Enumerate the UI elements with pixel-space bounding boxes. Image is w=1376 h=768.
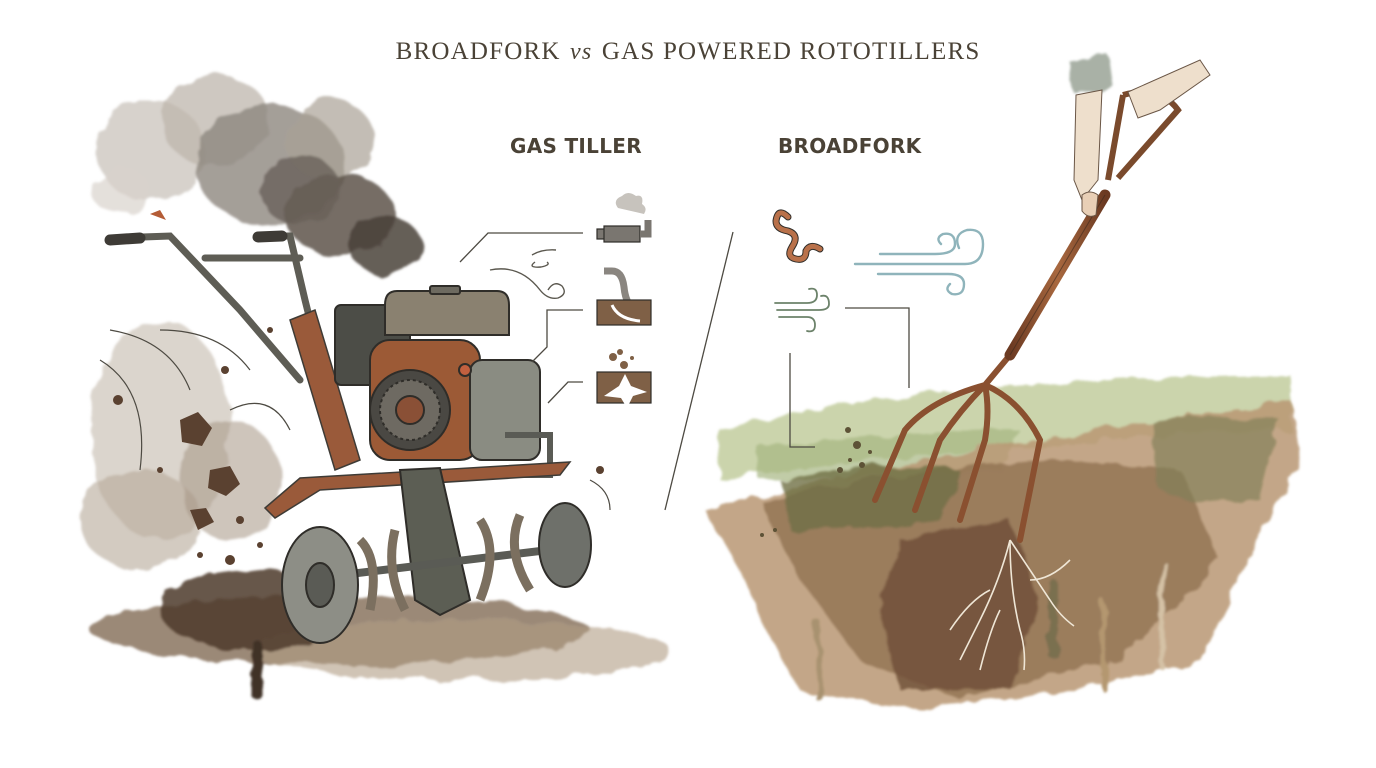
soil-crumbs	[760, 427, 872, 537]
tiller-tines	[281, 502, 592, 644]
tine-cutting-soil-icon	[596, 267, 652, 326]
center-divider	[664, 231, 734, 511]
soil-compaction-burst-icon	[596, 349, 652, 408]
title-vs: vs	[570, 39, 593, 65]
tiller-engine	[334, 285, 553, 478]
churned-soil	[90, 570, 670, 700]
tiller-fender	[263, 461, 572, 519]
title-broadfork: BROADFORK	[395, 38, 561, 65]
leader-line-tines	[531, 309, 583, 363]
leader-line-compaction	[547, 381, 583, 404]
dust-cloud	[80, 320, 280, 570]
gas-tiller-heading: GAS TILLER	[510, 134, 642, 158]
gardener-arms	[1068, 55, 1211, 217]
leader-line-exhaust	[459, 232, 583, 263]
broadfork-tines	[872, 352, 1044, 543]
plant-roots	[949, 539, 1075, 671]
exhaust-muffler-icon	[596, 193, 652, 243]
wind-squiggle-icon	[489, 249, 565, 300]
light-air-icon	[774, 287, 830, 333]
motion-lines	[99, 329, 611, 511]
flying-soil-clods	[113, 327, 604, 565]
page-title: BROADFORK vs GAS POWERED ROTOTILLERS	[0, 38, 1376, 66]
earthworm-icon	[772, 209, 824, 263]
gas-tiller-illustration	[80, 75, 670, 700]
exhaust-smoke-cloud	[90, 75, 420, 275]
title-gas-rototillers: GAS POWERED ROTOTILLERS	[601, 38, 981, 65]
broadfork-callouts	[789, 307, 910, 448]
air-flow-icon	[853, 228, 985, 296]
handle-grips	[104, 230, 288, 246]
broadfork-illustration	[705, 55, 1300, 710]
leader-line-air	[845, 307, 910, 388]
leader-line-soil	[789, 353, 815, 448]
tiller-frame	[289, 308, 361, 472]
broadfork-heading: BROADFORK	[778, 134, 922, 158]
gas-tiller-callouts	[459, 232, 583, 404]
soil-profile	[705, 400, 1300, 710]
